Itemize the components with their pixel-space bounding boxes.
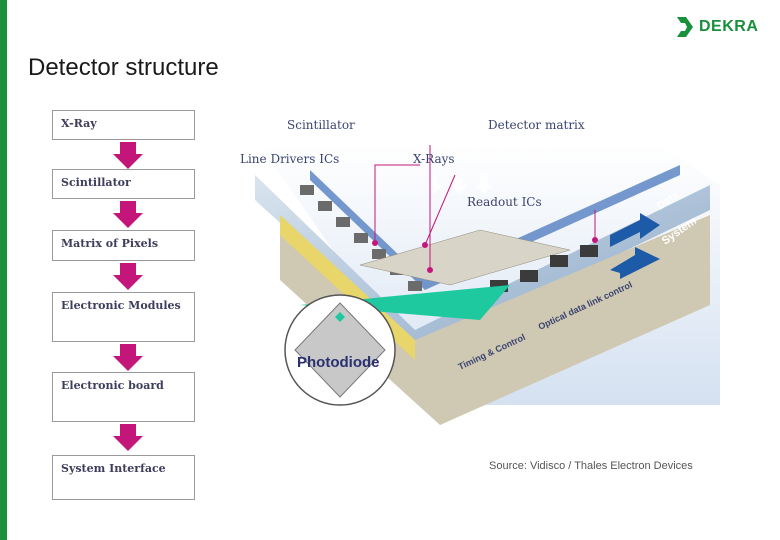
logo-text: DEKRA (699, 18, 759, 35)
system-arrow-icon (610, 247, 660, 279)
flow-step-board: Electronic board (52, 372, 195, 422)
label-photodiode: Photodiode (297, 354, 380, 371)
label-xrays: X-Rays (413, 152, 455, 166)
arrow-down-icon (113, 142, 143, 169)
left-accent-bar (0, 0, 7, 540)
zoom-callout (300, 285, 510, 320)
detector-illustration: Scintillator Detector matrix Line Driver… (240, 105, 730, 435)
flow-step-modules: Electronic Modules (52, 292, 195, 342)
data-arrow-icon (610, 213, 660, 247)
pixel-matrix (359, 229, 571, 286)
label-line-drivers: Line Drivers ICs (240, 152, 339, 166)
arrow-down-icon (113, 344, 143, 371)
dekra-logo: DEKRA (675, 16, 758, 38)
page-title: Detector structure (28, 54, 219, 81)
arrow-down-icon (113, 263, 143, 290)
dekra-logo-icon (677, 17, 693, 37)
pointer-line (424, 174, 456, 246)
flow-step-matrix: Matrix of Pixels (52, 230, 195, 261)
flow-step-interface: System Interface (52, 455, 195, 500)
source-caption: Source: Vidisco / Thales Electron Device… (489, 460, 693, 472)
label-detector-matrix: Detector matrix (488, 118, 585, 132)
label-readout: Readout ICs (467, 195, 542, 209)
arrow-down-icon (113, 201, 143, 228)
flow-step-scintillator: Scintillator (52, 169, 195, 199)
pointer-line (374, 164, 420, 243)
photodiode-marker (335, 312, 345, 322)
flow-step-xray: X-Ray (52, 110, 195, 140)
label-scintillator: Scintillator (287, 118, 355, 132)
process-flow: X-Ray Scintillator Matrix of Pixels Elec… (10, 105, 200, 500)
arrow-down-icon (113, 424, 143, 451)
photodiode-pixel (294, 302, 386, 398)
